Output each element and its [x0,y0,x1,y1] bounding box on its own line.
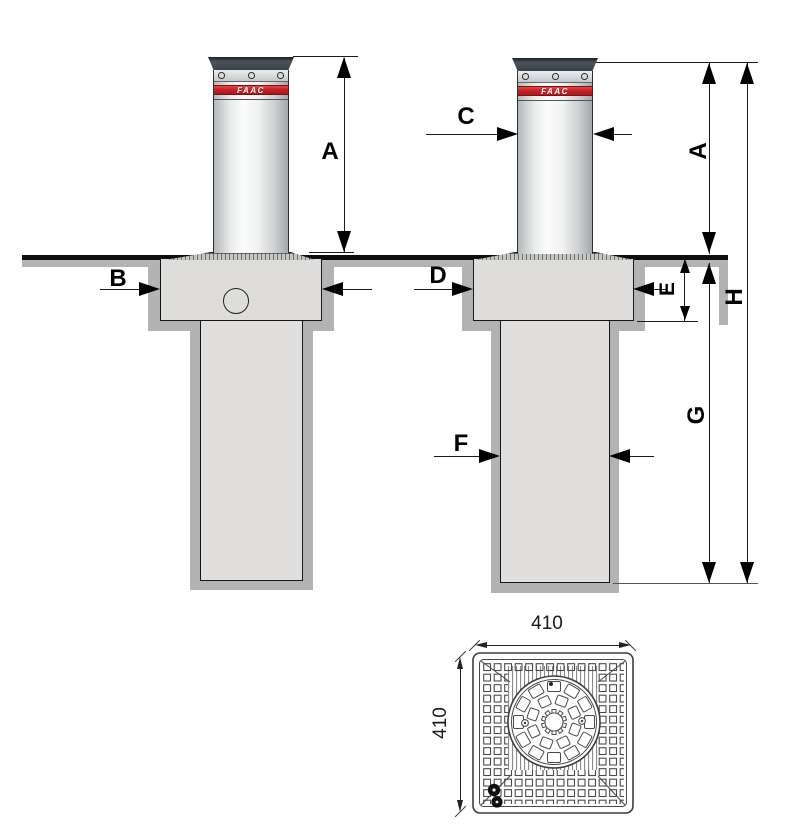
arrowhead-up-icon [337,57,351,78]
arrowhead-down-icon [337,231,351,252]
dim-g-line [709,263,711,584]
right-pit-shaft [500,320,610,583]
arrowhead-left-icon [609,449,630,463]
arrowhead-down-icon [680,306,690,320]
cover-top-pin-icon [549,682,553,686]
plate-waffle-top [508,662,598,673]
dim-label-f: F [453,430,469,457]
screw-icon [218,72,225,79]
bollard-cap [208,57,294,70]
screw-icon [552,73,559,80]
extension-line [596,62,758,64]
soil-right-edge-step [719,259,728,325]
cover-screw-icon [521,719,529,727]
top-view-plate [472,652,634,814]
screw-icon [522,73,529,80]
dim-c-line-right [614,134,632,136]
dim-label-410-height: 410 [430,707,451,739]
arrowhead-up-icon [702,263,716,284]
dim-label-410-width: 410 [531,613,563,634]
dim-d-line-right [654,289,667,291]
arrowhead-down-icon [457,800,463,812]
ground-line [22,255,728,260]
right-pit-box [473,258,634,321]
plate-waffle-left [482,662,508,804]
lock-icon [487,783,503,808]
plate-inner-edge [479,659,627,807]
right-bollard: FAAC [512,58,598,254]
cover-screw-icon [578,717,586,725]
bollard-body: FAAC [213,70,289,253]
arrowhead-left-icon [633,282,654,296]
arrowhead-up-icon [457,657,463,669]
soil-band [22,259,728,267]
dim-b-line-left [100,289,139,291]
screw-icon [248,72,255,79]
plate-waffle-right [598,662,624,804]
arrowhead-up-icon [680,259,690,273]
arrowhead-right-icon [619,642,631,648]
extension-line [637,320,698,322]
dim-label-b: B [109,265,127,292]
arrowhead-down-icon [702,562,716,583]
arrowhead-up-icon [702,63,716,84]
screw-icon [277,72,284,79]
arrowhead-down-icon [702,232,716,253]
plate-waffle-bottom [508,770,598,804]
dim-label-a-left: A [321,138,339,165]
bollard-screw-band [518,71,592,83]
brand-band: FAAC [518,86,592,96]
arrowhead-left-icon [322,282,343,296]
arrowhead-up-icon [740,63,754,84]
arrowhead-right-icon [479,449,500,463]
arrowhead-left-icon [475,642,487,648]
dim-f-line-right [630,456,654,458]
left-base-flange [165,251,315,260]
dim-410-height-line [460,669,462,801]
arrowhead-right-icon [497,127,518,141]
arrowhead-right-icon [139,282,160,296]
dim-label-c: C [457,103,475,130]
dim-label-d: D [429,262,447,289]
dim-b-line-right [343,289,372,291]
dim-a-left-line [344,58,346,253]
cable-entry-hole-icon [223,288,249,314]
dim-label-e: E [656,282,679,297]
extension-line [309,251,354,253]
arrowhead-left-icon [593,127,614,141]
extension-line [613,582,758,584]
dim-label-a-right: A [685,142,712,160]
extension-line [293,56,358,58]
bollard-screw-band [214,70,288,82]
dim-e-line [684,259,686,321]
bollard-collar-line [518,100,592,101]
bollard-cover-disc-icon [507,675,601,769]
left-pit-shaft [200,320,303,581]
dim-h-line [747,63,749,584]
brand-band: FAAC [214,85,288,95]
left-bollard: FAAC [208,57,294,253]
screw-icon [581,73,588,80]
dim-label-h: H [721,288,748,306]
dim-c-line-left [426,134,497,136]
bollard-cap [512,58,598,71]
bollard-collar-line [214,99,288,100]
dim-f-line-left [434,456,479,458]
dim-d-line-left [414,289,452,291]
dim-410-width-line [487,645,619,647]
dim-label-g: G [683,405,710,425]
arrowhead-down-icon [740,562,754,583]
center-gear-icon [540,709,568,735]
right-base-flange [474,251,634,260]
bollard-body: FAAC [517,71,593,254]
arrowhead-right-icon [452,282,473,296]
dim-a-right-line [709,63,711,254]
